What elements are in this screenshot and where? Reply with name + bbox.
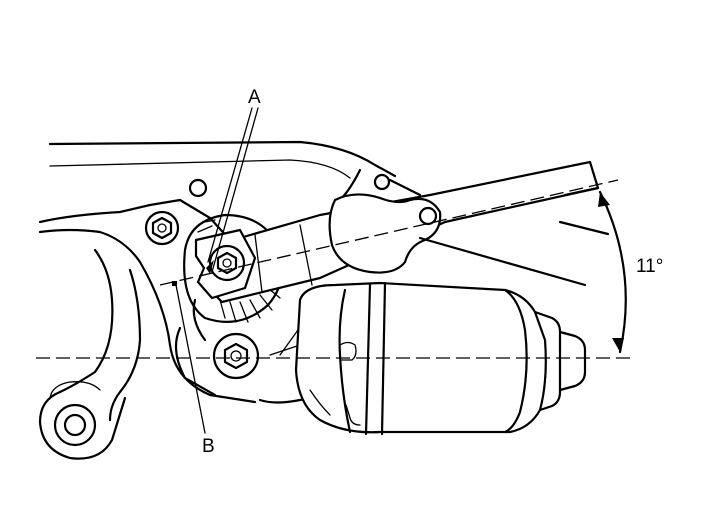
frame-bracket [38, 140, 422, 460]
bolt-left [144, 210, 180, 246]
linkage-rods [418, 220, 610, 287]
callout-b: B [172, 281, 215, 457]
arc-arrowhead-top [598, 192, 610, 207]
reference-lines [36, 179, 630, 359]
label-b: B [202, 436, 215, 457]
label-a: A [248, 87, 261, 108]
callout-a: A [206, 87, 261, 274]
arm-axis-line [159, 179, 619, 286]
bolt-lower [212, 332, 260, 380]
mark-b [172, 281, 177, 286]
arc-arrowhead-bottom [612, 338, 624, 352]
frame-holes [53, 173, 391, 447]
angle-dimension: 11° [598, 190, 663, 354]
angle-label: 11° [636, 256, 663, 277]
